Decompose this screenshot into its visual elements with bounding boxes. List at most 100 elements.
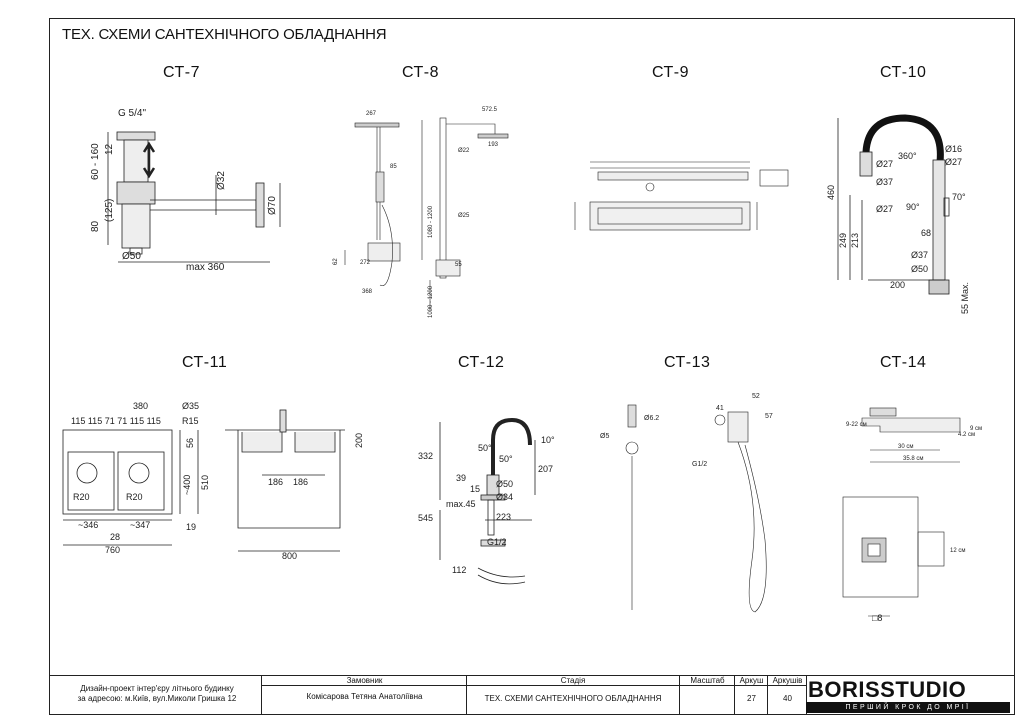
dimension-label: 9 см: [970, 426, 982, 432]
dimension-label: 9-22 см: [846, 422, 867, 428]
dimension-label: ~346: [78, 520, 98, 530]
dimension-label: 200: [890, 280, 905, 290]
dimension-label: Ø25: [458, 213, 470, 219]
dim-ct7-max: max 360: [186, 262, 225, 273]
dimension-label: 39: [456, 473, 466, 483]
sheet-value: 27: [747, 694, 756, 703]
label-ct9: СТ-9: [652, 64, 690, 81]
dimension-label: Ø35: [182, 401, 199, 411]
dimension-label: 57: [765, 413, 773, 420]
dimension-label: Ø50: [911, 264, 928, 274]
dimension-label: 360°: [898, 151, 917, 161]
dimension-label: 112: [452, 565, 466, 575]
dimension-label: Ø6.2: [644, 415, 659, 422]
project-line-2: за адресою: м.Київ, вул.Миколи Гришка 12: [77, 694, 237, 703]
label-ct11: СТ-11: [182, 354, 228, 371]
dimension-label: 41: [716, 405, 724, 412]
label-ct7: СТ-7: [163, 64, 201, 81]
dimension-label: Ø22: [458, 148, 470, 154]
dimension-label: 50°: [499, 454, 513, 464]
logo-tagline: ПЕРШИЙ КРОК ДО МРІЇ: [806, 702, 1010, 713]
dimension-label: R15: [182, 416, 199, 426]
dimension-label: 55: [455, 262, 462, 268]
drawing-ct12: 332 10° 50° 50° 207 39 15 Ø50 Ø34 max.45…: [418, 417, 555, 585]
scale-header: Масштаб: [690, 676, 725, 685]
drawing-ct13: Ø6.2 Ø5 G1/2 41 52 57: [600, 393, 773, 613]
stage-header: Стадія: [560, 676, 586, 685]
dimension-label: 800: [282, 551, 297, 561]
dimension-label: 70°: [952, 192, 966, 202]
label-ct10: СТ-10: [880, 64, 927, 81]
dimension-label: Ø34: [496, 492, 513, 502]
dimension-label: 15: [470, 484, 480, 494]
dim-ct7-g: G 5/4": [118, 108, 146, 119]
dimension-label: 90°: [906, 202, 920, 212]
dimension-label: Ø27: [876, 204, 893, 214]
drawing-ct10: Ø16 Ø27 Ø27 Ø37 Ø27 360° 70° 90° 460 249…: [826, 114, 970, 314]
drawing-ct11: 380 Ø35 115 115 71 71 115 115 R15 56 ~40…: [62, 401, 364, 561]
dimension-label: 35.8 см: [903, 456, 923, 462]
stage-value: ТЕХ. СХЕМИ САНТЕХНІЧНОГО ОБЛАДНАННЯ: [484, 694, 662, 703]
page-title: ТЕХ. СХЕМИ САНТЕХНІЧНОГО ОБЛАДНАННЯ: [62, 26, 387, 43]
drawing-ct8: 267 272 368 62 85 572.5 193 1080 - 1200 …: [333, 107, 509, 318]
dimension-label: 223: [496, 512, 511, 522]
drawing-ct7: G 5/4" 60 - 160 12 80 (125) Ø32 Ø70 Ø50 …: [90, 108, 281, 273]
sheet-header: Аркуш: [739, 676, 764, 685]
dimension-label: 213: [850, 233, 860, 248]
label-ct12: СТ-12: [458, 354, 505, 371]
drawing-ct9: [574, 161, 789, 231]
dimension-label: ~347: [130, 520, 150, 530]
dimension-label: 572.5: [482, 107, 498, 113]
dimension-label: □8: [872, 613, 882, 623]
dimension-label: 760: [105, 545, 120, 555]
dim-ct7-h1: 60 - 160: [90, 143, 101, 180]
title-block: [49, 675, 1015, 715]
dimension-label: 1000 - 1200: [428, 285, 434, 318]
dimension-label: 30 см: [898, 444, 913, 450]
dimension-label: 68: [921, 228, 931, 238]
project-line-1: Дизайн-проект інтер'єру літнього будинку: [80, 684, 234, 693]
dim-ct7-d70: Ø70: [267, 196, 278, 215]
dimension-label: Ø37: [876, 177, 893, 187]
dimension-label: Ø37: [911, 250, 928, 260]
dimension-label: 186: [268, 477, 283, 487]
dimension-label: 1080 - 1200: [428, 205, 434, 238]
dim-ct7-d50: Ø50: [122, 251, 141, 262]
drawing-frame: [49, 18, 1015, 715]
dimension-label: 267: [366, 111, 377, 117]
dim-ct7-h4: (125): [104, 199, 115, 222]
dimension-label: Ø50: [496, 479, 513, 489]
dim-ct7-h2: 12: [104, 143, 115, 155]
project-description: Дизайн-проект інтер'єру літнього будинку…: [52, 684, 262, 704]
dim-ct7-h3: 80: [90, 220, 101, 232]
dimension-label: 55 Max.: [960, 282, 970, 314]
dimension-label: 186: [293, 477, 308, 487]
dimension-label: 193: [488, 142, 499, 148]
dimension-label: R20: [73, 492, 90, 502]
label-ct8: СТ-8: [402, 64, 440, 81]
logo-name: BORISSTUDIO: [808, 677, 967, 702]
dimension-label: 52: [752, 393, 760, 400]
client-value: Комісарова Тетяна Анатоліївна: [306, 692, 423, 701]
dimension-label: Ø27: [945, 157, 962, 167]
drawing-ct14: 9-22 см 30 см 35.8 см 9 см 4.2 см □8 12 …: [842, 407, 982, 623]
dimension-label: 460: [826, 185, 836, 200]
studio-logo: BORISSTUDIO ПЕРШИЙ КРОК ДО МРІЇ: [806, 677, 1012, 713]
dimension-label: 510: [200, 475, 210, 490]
dimension-label: 332: [418, 451, 433, 461]
dimension-label: 12 см: [950, 548, 965, 554]
dimension-label: 10°: [541, 435, 555, 445]
dimension-label: ~400: [182, 475, 192, 495]
dimension-label: 200: [354, 433, 364, 448]
dimension-label: 50°: [478, 443, 492, 453]
label-ct13: СТ-13: [664, 354, 711, 371]
sheets-value: 40: [783, 694, 792, 703]
sheets-header: Аркушів: [772, 676, 803, 685]
dimension-label: R20: [126, 492, 143, 502]
label-ct14: СТ-14: [880, 354, 927, 371]
dimension-label: max.45: [446, 499, 476, 509]
dimension-label: 545: [418, 513, 433, 523]
dimension-label: G1/2: [487, 537, 507, 547]
dimension-label: 249: [838, 233, 848, 248]
